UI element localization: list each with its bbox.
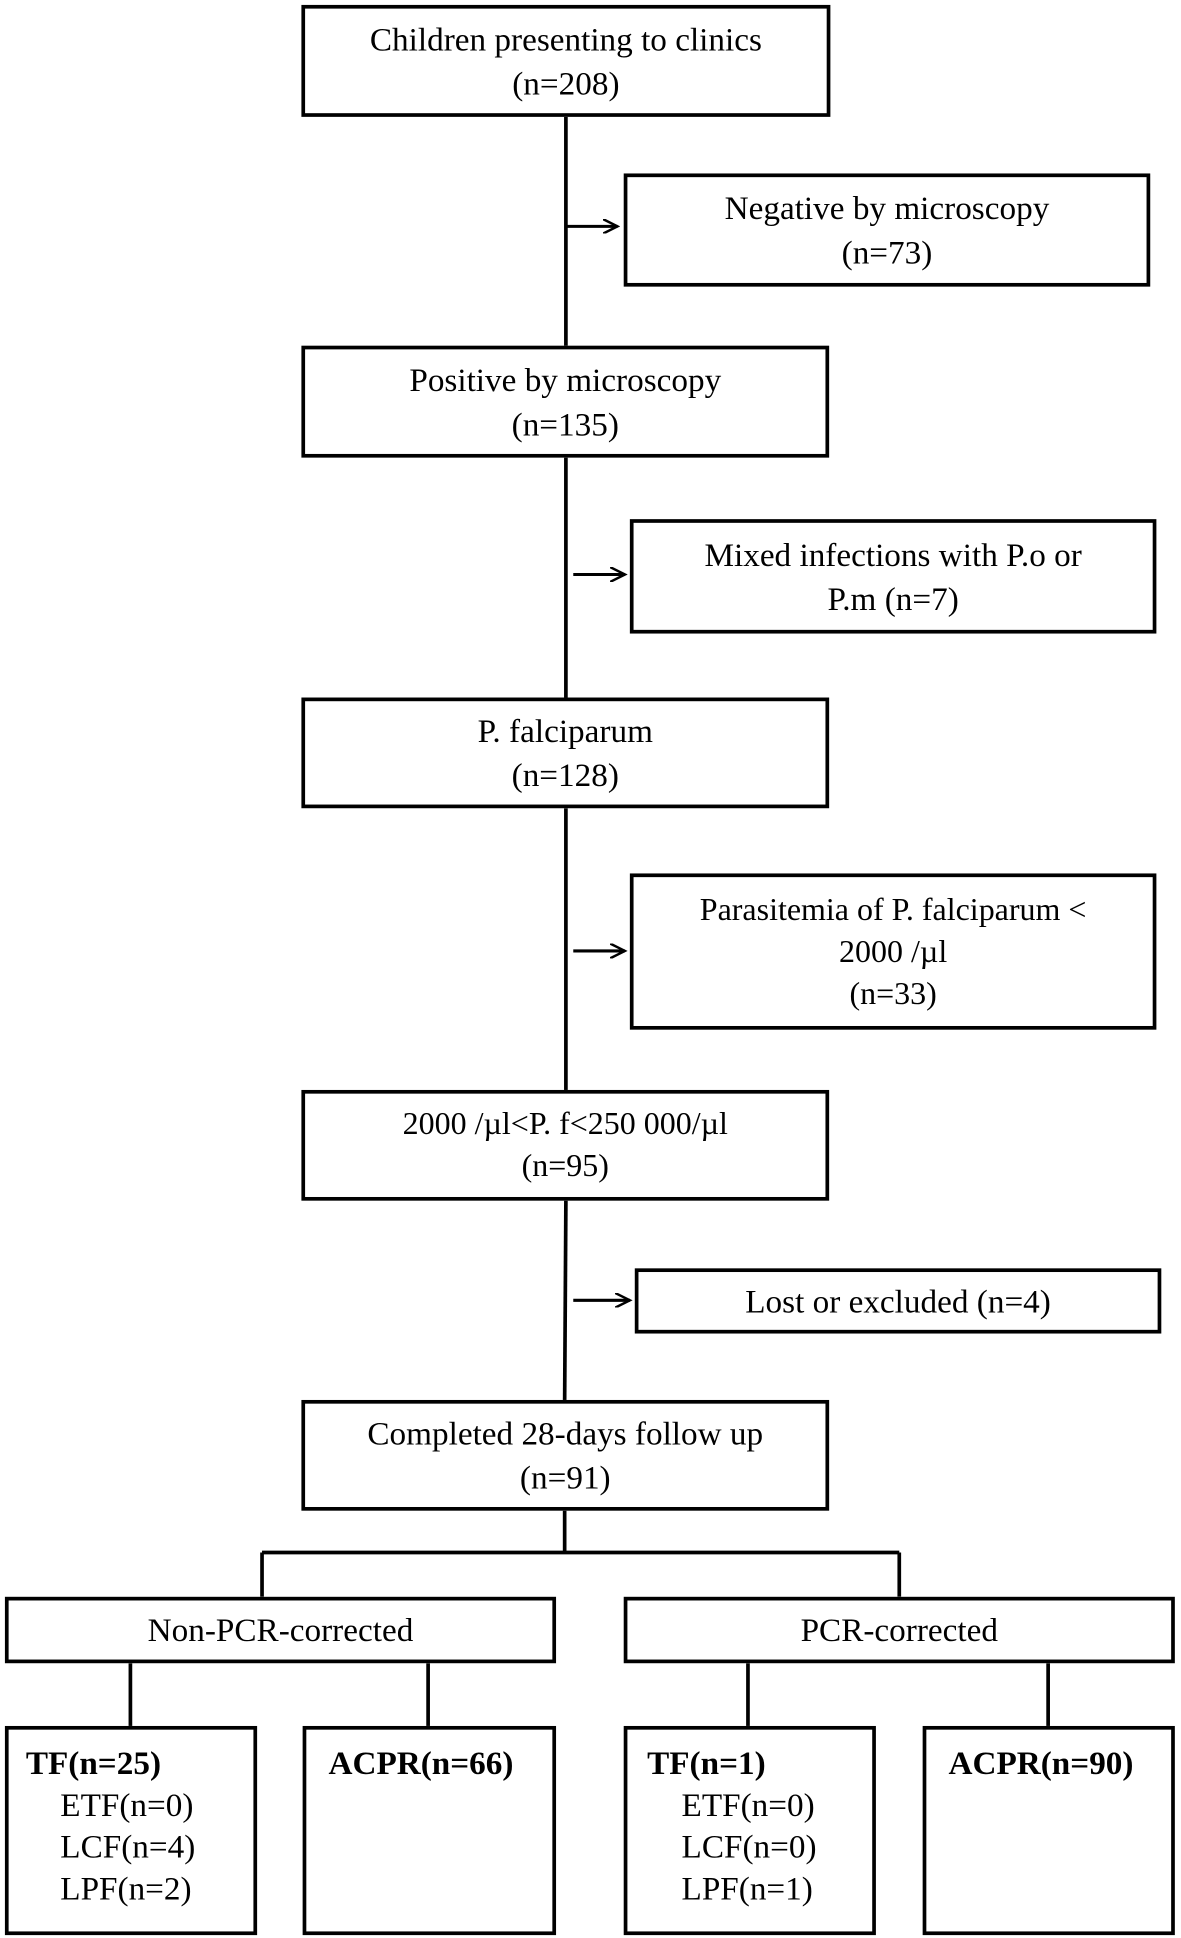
pcr-label: PCR-corrected [800, 1611, 998, 1649]
pcr-branch-box: PCR-corrected [623, 1596, 1175, 1664]
positive-box: Positive by microscopy (n=135) [301, 345, 830, 458]
non-pcr-acpr-box: ACPR(n=66) [302, 1725, 557, 1936]
non-pcr-lcf: LCF(n=4) [60, 1828, 196, 1865]
pcr-etf: ETF(n=0) [681, 1786, 815, 1824]
eligible-box: 2000 /µl<P. f<250 000/µl (n=95) [301, 1089, 830, 1201]
eligible-count: (n=95) [521, 1147, 609, 1184]
falciparum-count: (n=128) [511, 756, 619, 794]
pcr-acpr-box: ACPR(n=90) [922, 1725, 1175, 1936]
enrolled-label: Children presenting to clinics [369, 20, 762, 58]
non-pcr-etf: ETF(n=0) [60, 1786, 194, 1824]
low-parasitemia-threshold: 2000 /µl [839, 933, 948, 969]
pcr-acpr-title: ACPR(n=90) [948, 1744, 1134, 1782]
lost-label: Lost or excluded (n=4) [745, 1282, 1051, 1320]
non-pcr-tf-box: TF(n=25) ETF(n=0) LCF(n=4) LPF(n=2) [4, 1725, 258, 1936]
mixed-infection-box: Mixed infections with P.o or P.m (n=7) [629, 519, 1157, 634]
low-parasitemia-count: (n=33) [849, 974, 937, 1011]
non-pcr-tf-title: TF(n=25) [25, 1744, 162, 1782]
positive-label: Positive by microscopy [409, 361, 722, 398]
negative-box: Negative by microscopy (n=73) [623, 173, 1151, 287]
mixed-count: P.m (n=7) [827, 580, 959, 617]
pcr-lpf: LPF(n=1) [681, 1869, 813, 1907]
positive-count: (n=135) [511, 405, 619, 443]
enrolled-count: (n=208) [512, 64, 620, 102]
low-parasitemia-box: Parasitemia of P. falciparum < 2000 /µl … [629, 873, 1157, 1030]
non-pcr-lpf: LPF(n=2) [60, 1869, 192, 1907]
enrolled-box: Children presenting to clinics (n=208) [301, 4, 831, 117]
pcr-tf-title: TF(n=1) [647, 1744, 766, 1782]
negative-count: (n=73) [841, 233, 933, 271]
low-parasitemia-label: Parasitemia of P. falciparum < [699, 891, 1087, 927]
non-pcr-branch-box: Non-PCR-corrected [4, 1596, 557, 1664]
non-pcr-acpr-title: ACPR(n=66) [328, 1744, 514, 1782]
lost-box: Lost or excluded (n=4) [634, 1268, 1162, 1334]
completed-box: Completed 28-days follow up (n=91) [301, 1399, 830, 1511]
negative-label: Negative by microscopy [724, 189, 1050, 227]
falciparum-label: P. falciparum [477, 712, 653, 750]
non-pcr-label: Non-PCR-corrected [147, 1611, 414, 1649]
completed-label: Completed 28-days follow up [367, 1414, 764, 1452]
falciparum-box: P. falciparum (n=128) [301, 697, 830, 809]
completed-count: (n=91) [519, 1459, 611, 1496]
pcr-tf-box: TF(n=1) ETF(n=0) LCF(n=0) LPF(n=1) [623, 1725, 876, 1936]
spine-line [562, 1200, 568, 1400]
eligible-label: 2000 /µl<P. f<250 000/µl [402, 1105, 728, 1142]
pcr-lcf: LCF(n=0) [681, 1828, 817, 1865]
mixed-label: Mixed infections with P.o or [704, 535, 1082, 573]
